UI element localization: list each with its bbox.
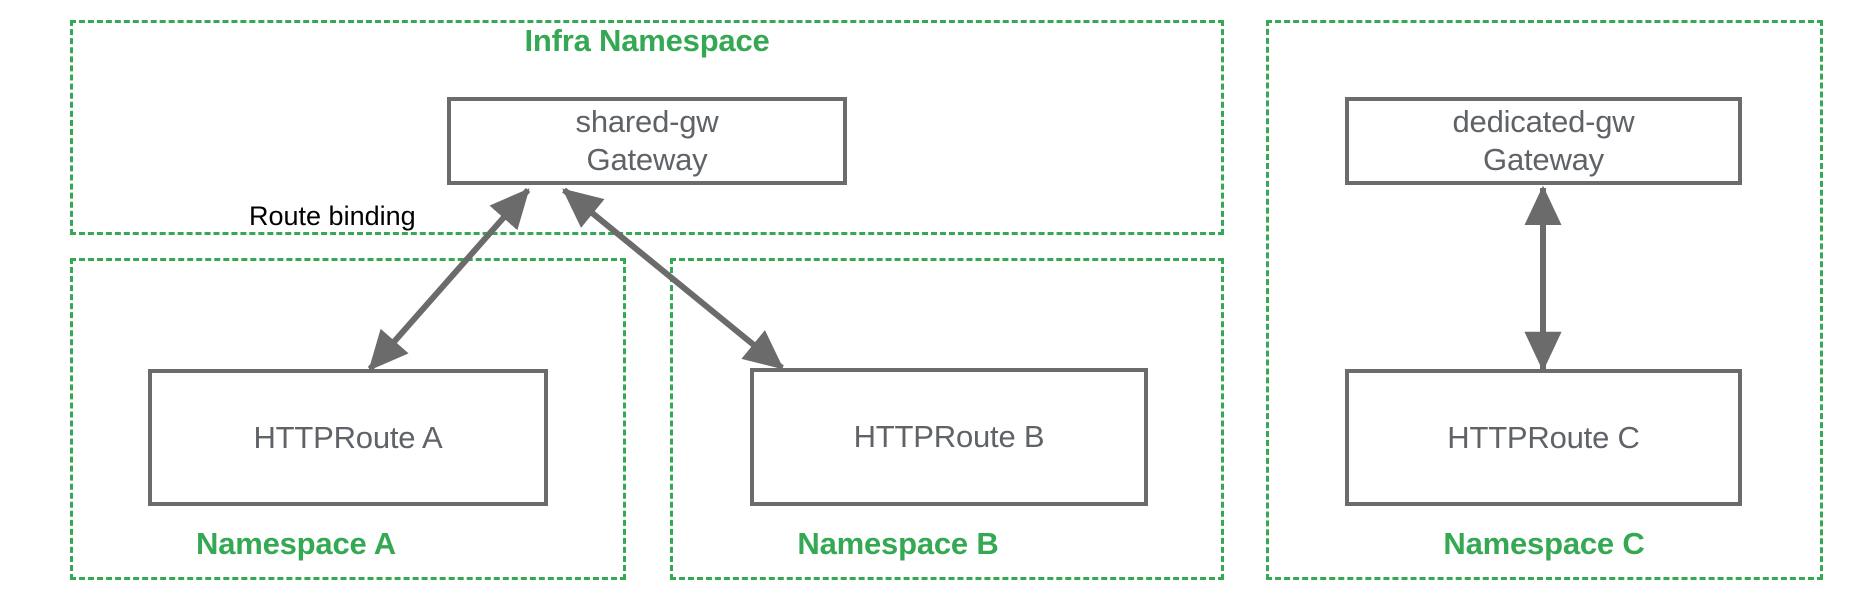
namespace-a	[70, 258, 626, 580]
route-binding-label: Route binding	[249, 201, 416, 231]
node-httproute-c[interactable]: HTTPRoute C	[1345, 369, 1742, 506]
node-shared-gw-gateway[interactable]: shared-gw Gateway	[447, 97, 847, 185]
node-dedicated-gw-gateway[interactable]: dedicated-gw Gateway	[1345, 97, 1742, 185]
namespace-b-label: Namespace B	[797, 526, 999, 561]
namespace-c-label: Namespace C	[1443, 526, 1645, 561]
node-httproute-a[interactable]: HTTPRoute A	[148, 369, 548, 506]
node-httproute-b[interactable]: HTTPRoute B	[750, 368, 1148, 506]
namespace-b	[670, 258, 1224, 580]
namespace-a-label: Namespace A	[196, 526, 396, 561]
namespace-c	[1266, 20, 1823, 580]
namespace-infra-label: Infra Namespace	[524, 23, 770, 58]
